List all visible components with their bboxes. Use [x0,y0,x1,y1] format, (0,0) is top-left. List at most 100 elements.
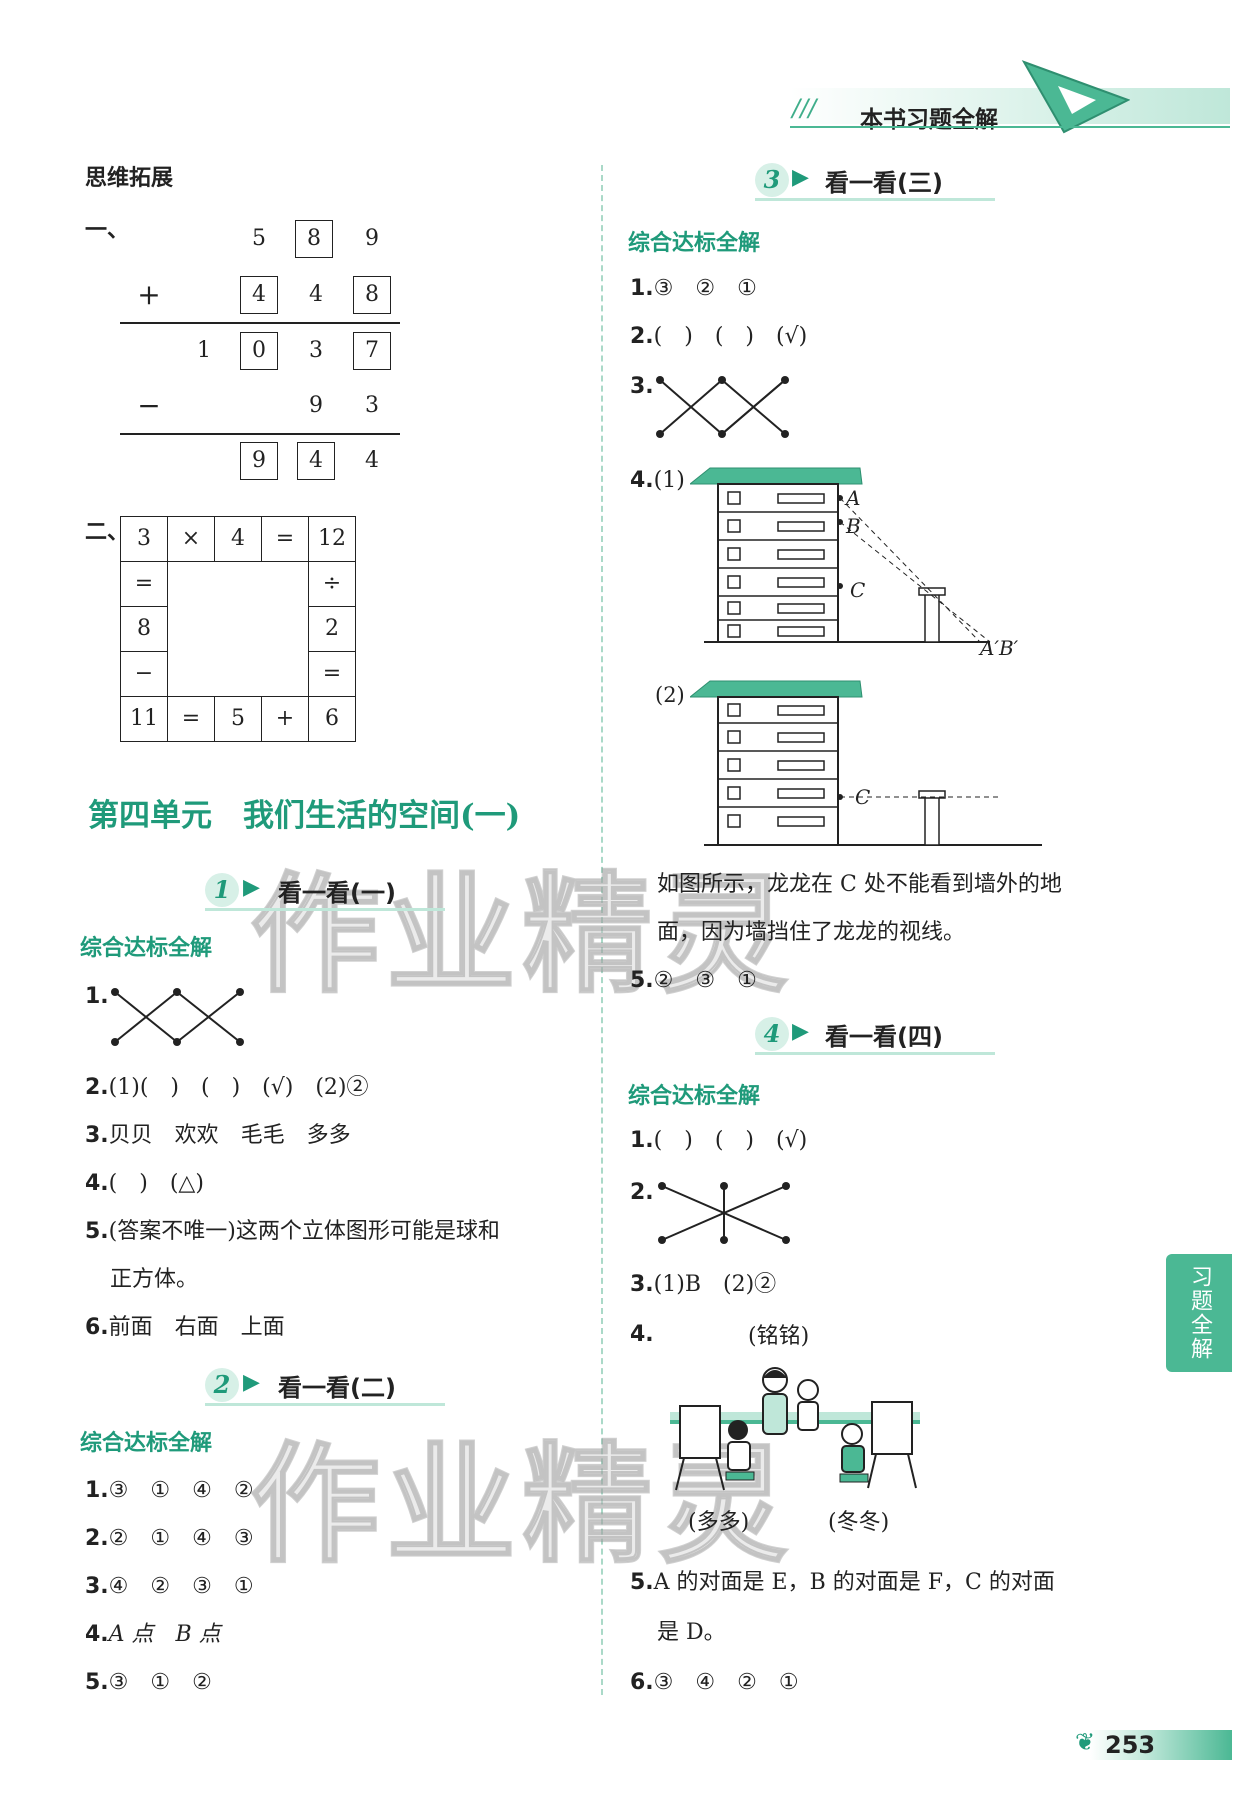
grid-top-3: 4 [214,516,262,562]
page-number: 253 [1105,1731,1156,1759]
q1-label: 一、 [85,218,130,243]
explain-line1: 如图所示，龙龙在 C 处不能看到墙外的地 [657,872,1062,897]
l1-item6-num: 6. [85,1315,109,1340]
l4-item3-text: (1)B (2)② [653,1272,777,1297]
l2-item5-num: 5. [85,1670,109,1695]
l4-item5-cont: 是 D。 [657,1620,726,1645]
building-figure-2 [690,680,1042,846]
l4-item3-num: 3. [630,1272,654,1297]
lesson3-number: 3 [755,163,789,197]
add-row3-d4: 7 [353,332,391,370]
l2-item5-text: ③ ① ② [108,1670,212,1695]
add-row1-d1: 5 [252,226,266,251]
grid-bottom-3: 5 [214,696,262,742]
l4-item4-num: 4. [630,1322,654,1347]
grid-bottom-1: 11 [120,696,168,742]
l3-item2: 2.( ) ( ) (√) [630,322,807,352]
add-line1 [120,322,400,324]
header-line [790,126,1230,128]
l2-item5: 5.③ ① ② [85,1668,212,1698]
page-number-bar [1090,1730,1232,1760]
fig2-label: (2) [655,683,685,707]
l4-item6-text: ③ ④ ② ① [653,1670,799,1695]
l2-item1-num: 1. [85,1478,109,1503]
sub-row5-d2: 4 [297,442,335,480]
grid-bottom-2: = [167,696,215,742]
section4-title: 综合达标全解 [628,1084,761,1109]
l2-item3-text: ④ ② ③ ① [108,1574,254,1599]
l3-item2-text: ( ) ( ) (√) [653,324,808,349]
l4-item2-num: 2. [630,1180,654,1205]
grid-left-1: = [120,561,168,607]
l4-star-lines [658,1182,790,1244]
grid-bottom-4: + [261,696,309,742]
sub-line [120,433,400,435]
q2-label: 二、 [85,520,130,545]
header-title: 本书习题全解 [860,107,998,133]
l4-item3: 3.(1)B (2)② [630,1270,776,1300]
l1-item4-text: ( ) (△) [108,1171,204,1196]
l2-item4: 4.A 点 B 点 [85,1620,221,1650]
building-figure-1 [690,467,991,643]
fig2-label-c: C [855,785,871,809]
lesson1-arrow-icon: ▶ [243,875,260,900]
lesson4-underline [755,1052,995,1055]
lesson2-arrow-icon: ▶ [243,1370,260,1395]
fig1-label-a: A [846,486,861,510]
thinking-title: 思维拓展 [85,166,174,191]
l4-item1-num: 1. [630,1128,654,1153]
l3-item2-num: 2. [630,324,654,349]
l2-item2-num: 2. [85,1526,109,1551]
l3-item5: 5.② ③ ① [630,966,757,996]
l4-item2: 2. [630,1178,654,1208]
lesson2-title: 看一看(二) [278,1374,396,1402]
grid-left-3: − [120,651,168,697]
sub-row4-d1: 9 [309,393,323,418]
fig1-label-b: B [846,514,861,538]
l3-item4: 4.(1) [630,466,685,496]
lesson1-title: 看一看(一) [278,879,396,907]
lesson1-number: 1 [205,873,239,907]
fig1-label-ab: A′B′ [980,636,1019,660]
lesson1-underline [205,908,445,911]
l1-item3-text: 贝贝 欢欢 毛毛 多多 [108,1123,351,1148]
l3-item5-text: ② ③ ① [653,968,757,993]
l1-item3-num: 3. [85,1123,109,1148]
l1-item5-text: (答案不唯一)这两个立体图形可能是球和 [108,1219,500,1244]
side-tab[interactable]: 习题全解 [1166,1254,1232,1372]
sub-minus-sign: − [137,389,161,422]
l4-item5-text: A 的对面是 E，B 的对面是 F，C 的对面 [653,1570,1055,1595]
section2-title: 综合达标全解 [80,1431,213,1456]
l1-item5-num: 5. [85,1219,109,1244]
sub-row5-d3: 4 [365,448,379,473]
add-row3-d1: 1 [197,338,211,363]
name-top: (铭铭) [748,1324,810,1349]
l2-item3: 3.④ ② ③ ① [85,1572,254,1602]
add-plus-sign: + [137,278,161,311]
add-row2-d3: 8 [353,276,391,314]
section3-title: 综合达标全解 [628,231,761,256]
l3-item3-num: 3. [630,374,654,399]
add-row2-d2: 4 [309,282,323,307]
l2-item4-text: A 点 B 点 [108,1622,221,1647]
l2-item2: 2.② ① ④ ③ [85,1524,254,1554]
leaf-icon: ❦ [1075,1728,1096,1756]
header-bar [790,88,1230,124]
l1-item5: 5.(答案不唯一)这两个立体图形可能是球和 [85,1217,500,1247]
grid-top-1: 3 [120,516,168,562]
lesson3-title: 看一看(三) [825,169,943,197]
l2-item1: 1.③ ① ④ ② [85,1476,254,1506]
l3-matching-lines [656,376,789,438]
grid-right-1: ÷ [308,561,356,607]
explain-line2: 面，因为墙挡住了龙龙的视线。 [657,920,966,945]
l3-item3: 3. [630,372,654,402]
grid-right-3: = [308,651,356,697]
l2-item1-text: ③ ① ④ ② [108,1478,254,1503]
lesson3-underline [755,198,995,201]
add-row1-d3: 9 [365,226,379,251]
grid-bottom-5: 6 [308,696,356,742]
l3-item1-text: ③ ② ① [653,276,757,301]
lesson4-title: 看一看(四) [825,1023,943,1051]
lesson4-number: 4 [755,1017,789,1051]
l1-item6-text: 前面 右面 上面 [108,1315,285,1340]
